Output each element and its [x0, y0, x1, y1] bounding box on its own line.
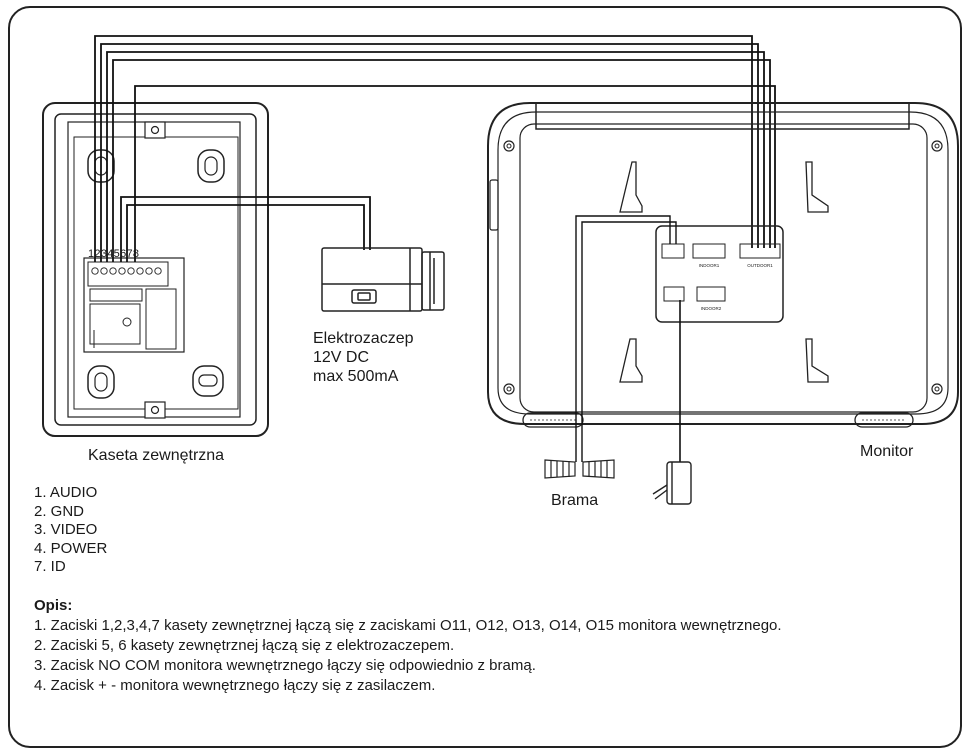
indoor2-port-label: INDOOR2	[701, 306, 722, 311]
legend-item: 4. POWER	[34, 539, 108, 557]
outdoor-to-monitor-wires	[94, 35, 776, 262]
monitor-back	[487, 102, 959, 428]
indoor1-port-label: INDOOR1	[699, 263, 720, 268]
description: Opis: 1. Zaciski 1,2,3,4,7 kasety zewnęt…	[34, 596, 782, 696]
outdoor-to-lock-wires	[120, 196, 371, 262]
legend-item: 1. AUDIO	[34, 484, 98, 501]
outdoor-unit	[42, 102, 269, 437]
legend-item: 3. VIDEO	[34, 521, 98, 539]
power-adapter	[652, 461, 692, 505]
legend-item: 2. GND	[34, 502, 85, 520]
description-item: 2. Zaciski 5, 6 kasety zewnętrznej łączą…	[34, 637, 455, 654]
legend-item: 7. ID	[34, 558, 66, 576]
gate-label: Brama	[551, 492, 599, 509]
outdoor-unit-label: Kaseta zewnętrzna	[88, 447, 225, 464]
lock-label-line: Elektrozaczep	[313, 330, 414, 347]
gate	[544, 459, 615, 479]
electric-lock	[321, 247, 445, 312]
description-title: Opis:	[34, 597, 73, 614]
description-item: 3. Zacisk NO COM monitora wewnętrznego ł…	[34, 657, 536, 674]
monitor-label: Monitor	[860, 443, 914, 460]
diagram-frame	[8, 6, 962, 748]
gate-wires	[575, 215, 677, 462]
outdoor1-port-label: OUTDOOR1	[747, 263, 773, 268]
description-item: 4. Zacisk + - monitora wewnętrznego łącz…	[34, 677, 436, 694]
lock-label-line: max 500mA	[313, 368, 399, 385]
description-item: 1. Zaciski 1,2,3,4,7 kasety zewnętrznej …	[34, 617, 782, 634]
lock-label-line: 12V DC	[313, 349, 370, 366]
terminal-numbers: 12345678	[88, 248, 140, 260]
terminal-legend: 1. AUDIO 2. GND 3. VIDEO 4. POWER 7. ID	[34, 484, 107, 577]
electric-lock-label: Elektrozaczep 12V DC max 500mA	[313, 329, 414, 386]
